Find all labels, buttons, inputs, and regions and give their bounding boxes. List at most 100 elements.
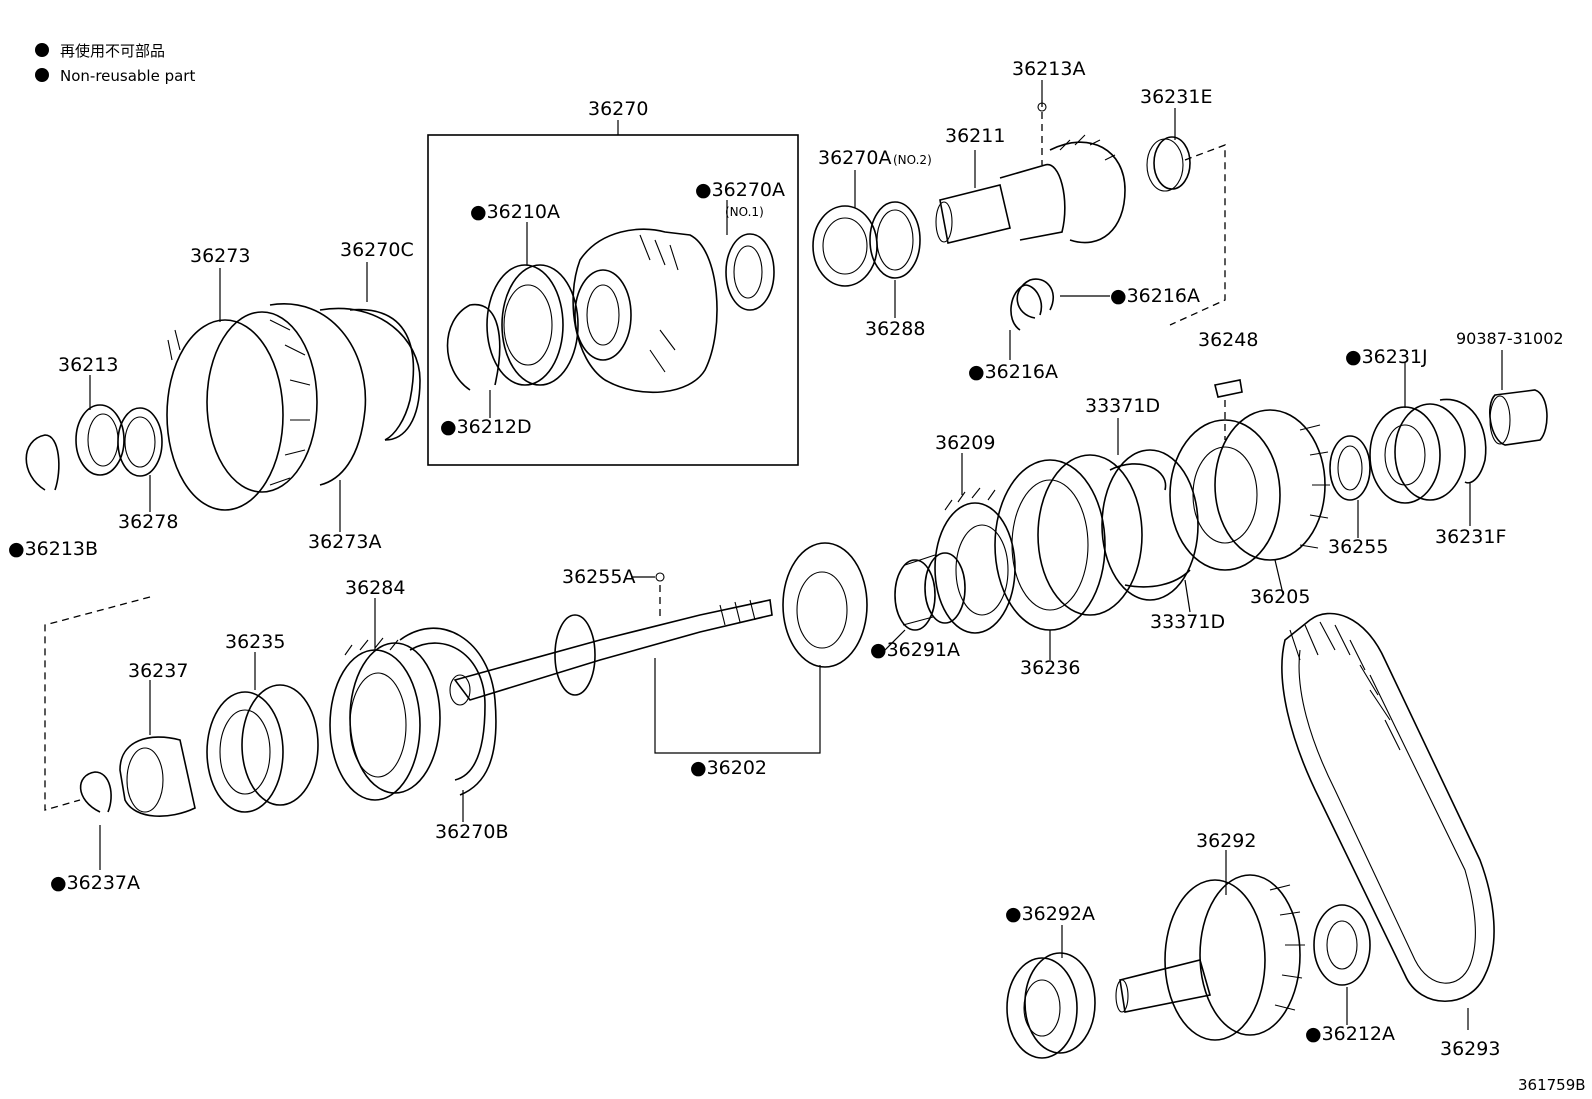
label-36292A: ●36292A [1005, 903, 1095, 925]
snap-ring-36212D [446, 303, 501, 391]
label-36235: 36235 [225, 631, 285, 653]
bearing-36270A-no1 [725, 233, 775, 311]
label-36211: 36211 [945, 125, 1005, 147]
hub-36235 [206, 691, 284, 813]
bearing-36212A [1313, 904, 1371, 986]
label-36270B: 36270B [435, 821, 508, 843]
hub-36284-inner [349, 672, 407, 778]
label-36284: 36284 [345, 577, 405, 599]
hub-36205-front [1169, 419, 1281, 571]
ring-33371D-body [1101, 449, 1199, 601]
group-box-36270 [427, 134, 799, 466]
label-33371D-b: 33371D [1150, 611, 1225, 633]
part-labels: 36270 36213A 36231E 36211 36270A (NO.2) … [8, 58, 1564, 1060]
sprocket-36292 [1164, 879, 1266, 1041]
label-36278: 36278 [118, 511, 178, 533]
label-36202: ●36202 [690, 757, 767, 779]
label-36216A-b: ●36216A [968, 361, 1058, 383]
ring-36273A [269, 303, 367, 486]
label-36273A: 36273A [308, 531, 381, 553]
label-36291A: ●36291A [870, 639, 960, 661]
snap-ring-36213B [25, 434, 60, 491]
planet-carrier [572, 228, 718, 394]
key-36248 [1214, 379, 1243, 398]
planet-gear-teeth [639, 234, 679, 373]
ring-36270C-inner [349, 308, 415, 441]
ring-33371D-upper [1109, 463, 1167, 491]
hub-36235-inner [219, 709, 271, 795]
label-36255: 36255 [1328, 536, 1388, 558]
label-36205: 36205 [1250, 586, 1310, 608]
bearing-36210A-back [501, 264, 579, 386]
label-36210A: ●36210A [470, 201, 560, 223]
label-36213: 36213 [58, 354, 118, 376]
bearing-36291A [894, 559, 936, 631]
hub-36284-back [349, 642, 441, 794]
bearing-36231E [1153, 136, 1191, 190]
label-36237: 36237 [128, 660, 188, 682]
ring-36288 [869, 201, 921, 279]
shaft-36202-collar [554, 614, 596, 696]
legend-text-en: Non-reusable part [60, 67, 195, 85]
bearing-36210A-inner [503, 284, 553, 366]
leader-lines [89, 80, 1503, 1030]
label-36270C: 36270C [340, 239, 414, 261]
shaft-36211-spline [999, 163, 1066, 241]
bearing-36210A-outer [486, 264, 564, 386]
sleeve-36273-teeth [167, 319, 311, 486]
legend-text-ja: 再使用不可部品 [60, 42, 165, 60]
ring-36270B-inner [409, 642, 486, 781]
label-36270: 36270 [588, 98, 648, 120]
shaft-36211-end [935, 201, 953, 243]
bearing-36292A [1006, 957, 1078, 1059]
marker-36213A [1037, 102, 1047, 112]
ring-36270C-upper [319, 307, 421, 441]
shaft-36202-end [449, 674, 471, 706]
legend: 再使用不可部品 Non-reusable part [35, 42, 195, 85]
hub-36284-teeth [344, 637, 399, 656]
gear-36209-teeth [944, 487, 996, 511]
label-36231E: 36231E [1140, 86, 1212, 108]
label-36293: 36293 [1440, 1038, 1500, 1060]
gear-36211-teeth [1059, 134, 1116, 161]
part-36213-inner [87, 413, 119, 467]
hub-36205-teeth [1299, 424, 1330, 549]
sleeve-36273-front [166, 319, 284, 511]
bearing-36237-inner [126, 747, 164, 813]
clip-36216A-a [1016, 278, 1055, 319]
shaft-36202 [453, 599, 773, 701]
chain-36293-inner [1298, 649, 1476, 984]
label-36292: 36292 [1196, 830, 1256, 852]
snap-ring-36237A [79, 771, 112, 813]
seal-36270A-no2-inner [822, 217, 868, 275]
bearing-36231E-back [1146, 138, 1184, 192]
sleeve-36236-back [1037, 454, 1143, 616]
part-36278-inner [124, 416, 156, 468]
label-36288: 36288 [865, 318, 925, 340]
bearing-36231J [1369, 406, 1441, 504]
label-36213B: ●36213B [8, 538, 98, 560]
label-36231J: ●36231J [1345, 346, 1428, 368]
bushing-90387-end [1489, 395, 1511, 445]
gear-36202-inner [796, 571, 848, 649]
label-36231F: 36231F [1435, 526, 1506, 548]
bearing-36231J-inner [1384, 424, 1426, 486]
sprocket-36292-teeth [1269, 884, 1305, 1011]
part-36278 [117, 407, 163, 477]
bearing-36292A-back [1024, 952, 1096, 1054]
chain-36293 [1281, 612, 1495, 1003]
hub-36205-bore [1192, 446, 1258, 544]
bearing-36237 [119, 736, 196, 817]
label-36273: 36273 [190, 245, 250, 267]
label-36270A-no1-qualifier: (NO.1) [725, 205, 764, 219]
label-36212D: ●36212D [440, 416, 532, 438]
label-36270A-no2-qualifier: (NO.2) [893, 153, 932, 167]
sprocket-36292-back [1199, 874, 1301, 1036]
label-36213A: 36213A [1012, 58, 1085, 80]
label-33371D-a: 33371D [1085, 395, 1160, 417]
hub-36235-back [241, 684, 319, 806]
shaft-36292 [1119, 959, 1212, 1013]
bearing-36270A-no1-inner [733, 245, 763, 299]
diagram-id: 361759B [1518, 1076, 1586, 1094]
